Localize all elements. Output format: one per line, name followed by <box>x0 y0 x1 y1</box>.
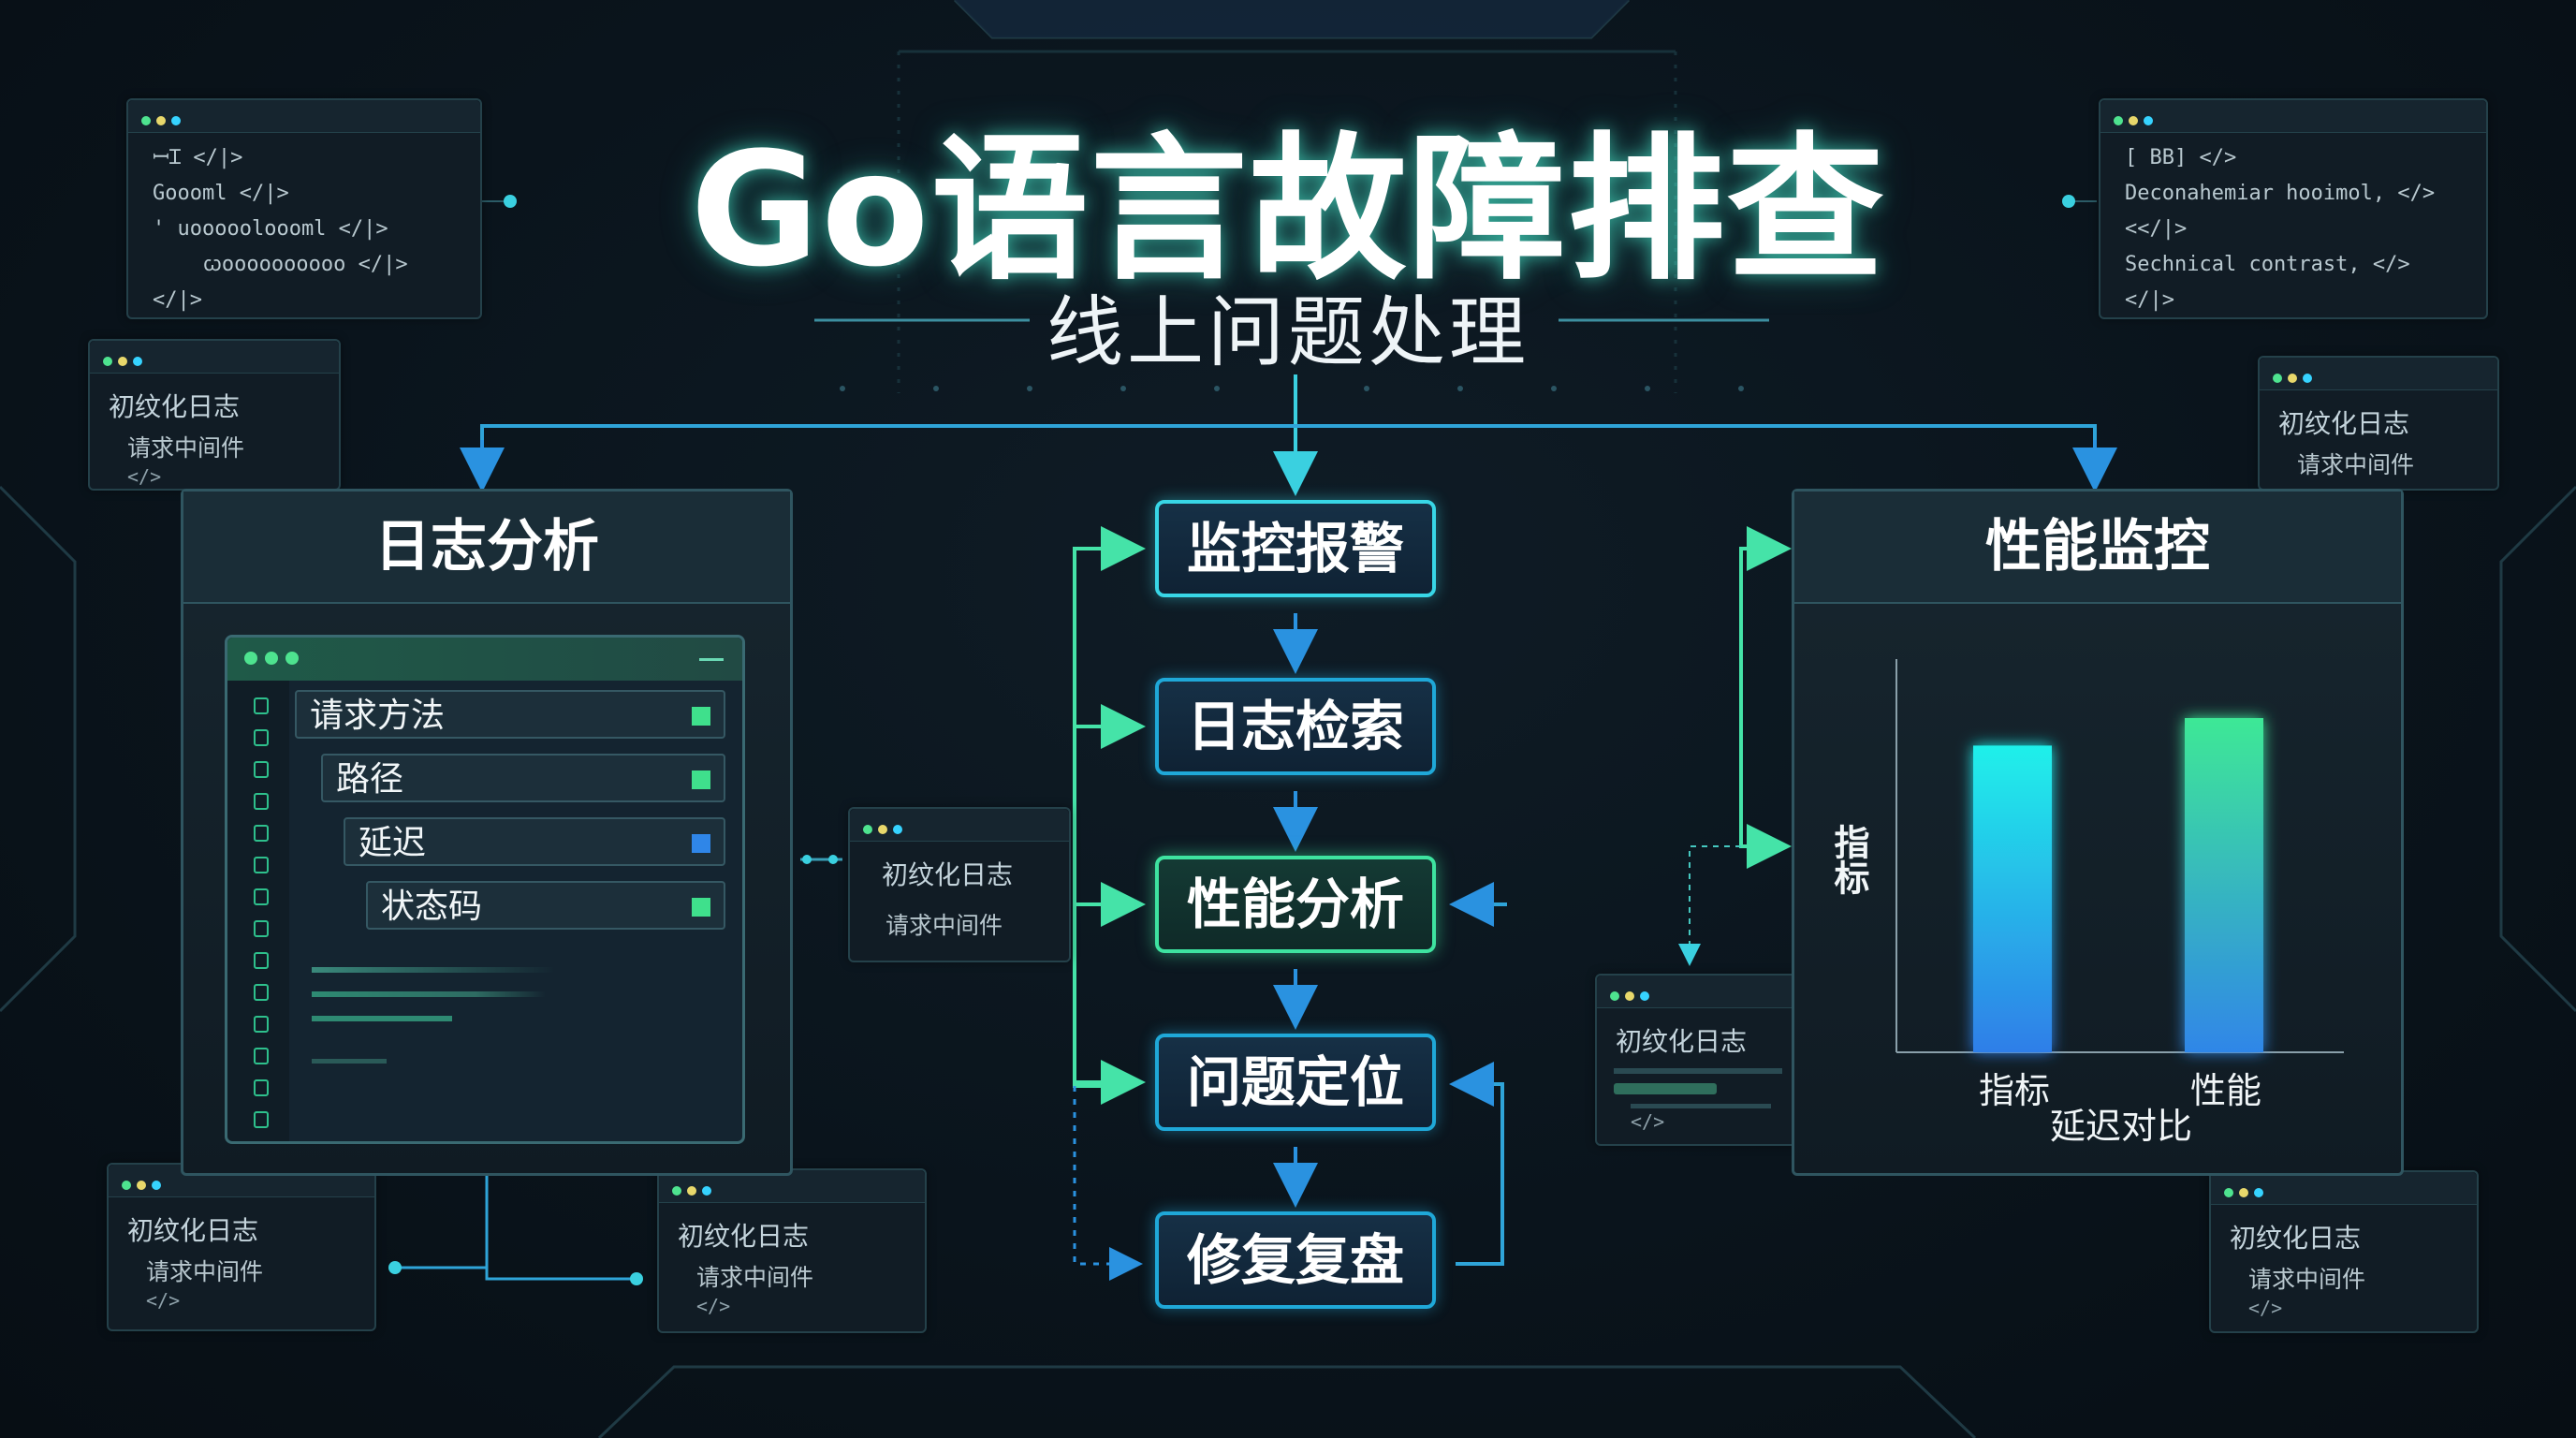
code-tag-icon: </> <box>2248 1297 2283 1319</box>
mini-window-bottom-left: 初纹化日志 请求中间件 </> <box>107 1163 376 1331</box>
flow-step-monitor-alert[interactable]: 监控报警 <box>1155 500 1436 597</box>
chart-bar-1 <box>1973 745 2052 1052</box>
panel-title: 性能监控 <box>1794 492 2401 604</box>
code-tag-icon: </> <box>696 1295 731 1317</box>
mini-sublabel: 请求中间件 <box>886 912 1003 939</box>
mini-label: 初纹化日志 <box>2230 1223 2362 1254</box>
window-dots-icon <box>103 352 148 370</box>
mini-sublabel: 请求中间件 <box>2297 451 2415 478</box>
window-dots-icon <box>244 651 306 668</box>
mini-window-right-top: 初纹化日志 请求中间件 <box>2258 356 2499 491</box>
status-square-icon <box>692 707 710 726</box>
log-line <box>312 1059 387 1064</box>
code-line: </|> <box>153 288 202 312</box>
field-label: 路径 <box>336 760 404 799</box>
mini-label: 初纹化日志 <box>1616 1026 1748 1057</box>
window-dots-icon <box>2273 369 2318 387</box>
window-dots-icon <box>2224 1183 2269 1201</box>
code-line: [ BB] </> <box>2125 146 2237 169</box>
mini-window-left-top: 初纹化日志 请求中间件 </> <box>88 339 341 491</box>
log-line <box>312 991 546 997</box>
chart-category-label: 性能 <box>2190 1070 2262 1111</box>
field-latency: 延迟 <box>344 817 725 866</box>
code-line: Sechnical contrast, </> <box>2125 253 2410 276</box>
flow-step-locate-issue[interactable]: 问题定位 <box>1155 1034 1436 1131</box>
line-gutter <box>227 681 289 1141</box>
code-tag-icon: </> <box>146 1289 181 1312</box>
code-line: <</|> <box>2125 217 2188 241</box>
mini-label: 初纹化日志 <box>127 1215 259 1246</box>
code-window-top-right: [ BB] </> Deconahemiar hooimol, </> <</|… <box>2099 98 2488 319</box>
field-request-method: 请求方法 <box>295 690 725 739</box>
code-line: ꞷoooooooooo </|> <box>203 253 408 276</box>
window-dots-icon <box>672 1181 717 1199</box>
performance-chart <box>1895 659 2344 1053</box>
field-label: 延迟 <box>359 824 427 862</box>
code-window-top-left: ꟷꞮ </|> Goooml </|> ' uoooooloooml </|> … <box>126 98 482 319</box>
log-window: 请求方法 路径 延迟 状态码 <box>225 635 745 1144</box>
field-path: 路径 <box>321 754 725 802</box>
code-line: Goooml </|> <box>153 182 289 205</box>
mini-label: 初纹化日志 <box>678 1221 810 1252</box>
panel-title: 日志分析 <box>183 492 790 604</box>
mini-window-bottom-right: 初纹化日志 请求中间件 </> <box>2209 1170 2479 1333</box>
code-tag-icon: </> <box>127 465 162 488</box>
status-square-icon <box>692 898 710 917</box>
field-status-code: 状态码 <box>366 881 725 930</box>
status-square-icon <box>692 834 710 853</box>
mini-sublabel: 请求中间件 <box>696 1264 814 1291</box>
performance-panel: 性能监控 <box>1792 489 2404 1176</box>
chart-bar-2 <box>2185 718 2263 1052</box>
code-tag-icon: </> <box>1631 1110 1665 1133</box>
flow-step-fix-review[interactable]: 修复复盘 <box>1155 1211 1436 1309</box>
mini-label: 初纹化日志 <box>2278 408 2410 439</box>
status-square-icon <box>692 770 710 789</box>
code-line: ' uoooooloooml </|> <box>153 217 388 241</box>
window-dots-icon <box>863 820 908 838</box>
log-line <box>312 967 555 973</box>
field-label: 状态码 <box>381 888 483 926</box>
window-dots-icon <box>2114 111 2159 129</box>
chart-xlabel: 延迟对比 <box>2050 1106 2193 1147</box>
window-dots-icon <box>141 111 186 129</box>
code-line: Deconahemiar hooimol, </> <box>2125 182 2436 205</box>
mini-label: 初纹化日志 <box>882 859 1014 890</box>
field-label: 请求方法 <box>310 697 446 735</box>
flow-step-log-search[interactable]: 日志检索 <box>1155 678 1436 775</box>
code-line: </|> <box>2125 288 2174 312</box>
main-title: Go语言故障排查 <box>690 118 1886 301</box>
chart-category-label: 指标 <box>1979 1070 2051 1111</box>
mini-label: 初纹化日志 <box>109 391 241 422</box>
mini-sublabel: 请求中间件 <box>146 1258 264 1285</box>
flow-step-performance-analysis[interactable]: 性能分析 <box>1155 856 1436 953</box>
window-dots-icon <box>1610 987 1655 1005</box>
subtitle: 线上问题处理 <box>1046 288 1530 377</box>
window-dots-icon <box>122 1176 167 1194</box>
log-line <box>312 1016 452 1021</box>
mini-window-center: 初纹化日志 请求中间件 <box>848 807 1071 962</box>
code-line: ꟷꞮ </|> <box>153 146 243 169</box>
mini-sublabel: 请求中间件 <box>2248 1266 2366 1293</box>
mini-window-bottom-center: 初纹化日志 请求中间件 </> <box>657 1168 927 1333</box>
mini-sublabel: 请求中间件 <box>127 434 245 462</box>
chart-ylabel: 指标 <box>1828 824 1869 895</box>
